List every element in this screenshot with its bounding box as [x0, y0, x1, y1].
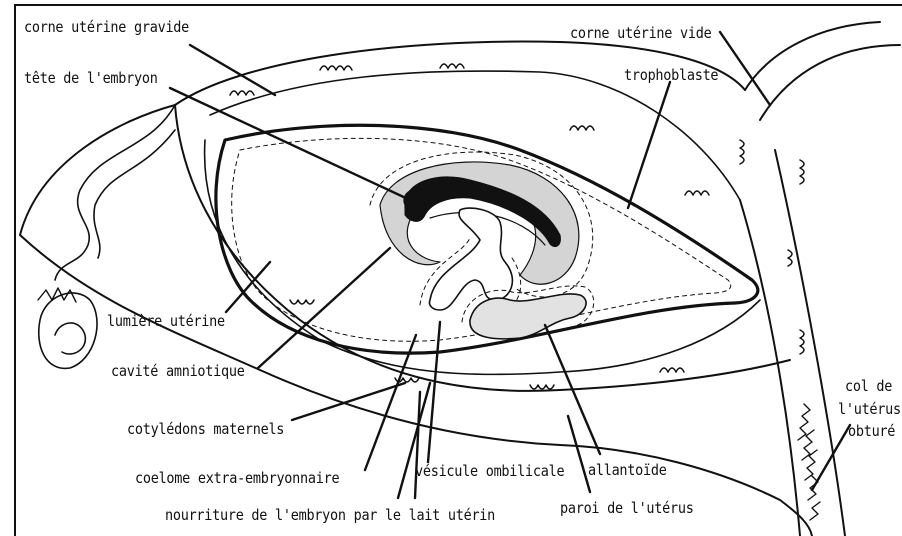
- label-col-line2: l'utérus: [838, 400, 901, 418]
- leader-cotyledons: [292, 383, 405, 420]
- label-nourriture-embryon: nourriture de l'embryon par le lait utér…: [165, 506, 495, 524]
- leader-nourriture-1: [398, 383, 430, 498]
- label-vesicule-ombilicale: vésicule ombilicale: [415, 462, 564, 480]
- label-cavite-amniotique: cavité amniotique: [111, 362, 245, 380]
- label-allantoide: allantoïde: [588, 461, 667, 479]
- oviduct: [55, 105, 175, 280]
- leader-nourriture-2: [415, 392, 420, 498]
- ovary: [39, 293, 97, 368]
- label-corne-uterine-gravide: corne utérine gravide: [24, 18, 189, 36]
- label-tete-embryon: tête de l'embryon: [24, 69, 158, 87]
- label-corne-uterine-vide: corne utérine vide: [570, 24, 711, 42]
- label-cotyledons-maternels: cotylédons maternels: [127, 420, 284, 438]
- label-trophoblaste: trophoblaste: [624, 66, 718, 84]
- leader-trophoblaste: [628, 82, 670, 208]
- embryo-head: [404, 189, 431, 218]
- label-paroi-uterus: paroi de l'utérus: [560, 499, 694, 517]
- leader-paroi: [568, 416, 590, 492]
- empty-horn: [740, 22, 900, 536]
- ovary-fimbria: [38, 288, 76, 302]
- label-coelome-extra-embryonnaire: coelome extra-embryonnaire: [135, 469, 339, 487]
- label-col-line3: obturé: [848, 422, 895, 440]
- label-lumiere-uterine: lumière utérine: [107, 312, 225, 330]
- leader-coelome: [365, 335, 416, 470]
- allantois: [470, 294, 586, 339]
- leader-vesicule: [428, 322, 440, 462]
- umbilical-vesicle: [429, 208, 512, 310]
- label-col-line1: col de: [845, 377, 892, 395]
- cervical-plug: [798, 404, 820, 520]
